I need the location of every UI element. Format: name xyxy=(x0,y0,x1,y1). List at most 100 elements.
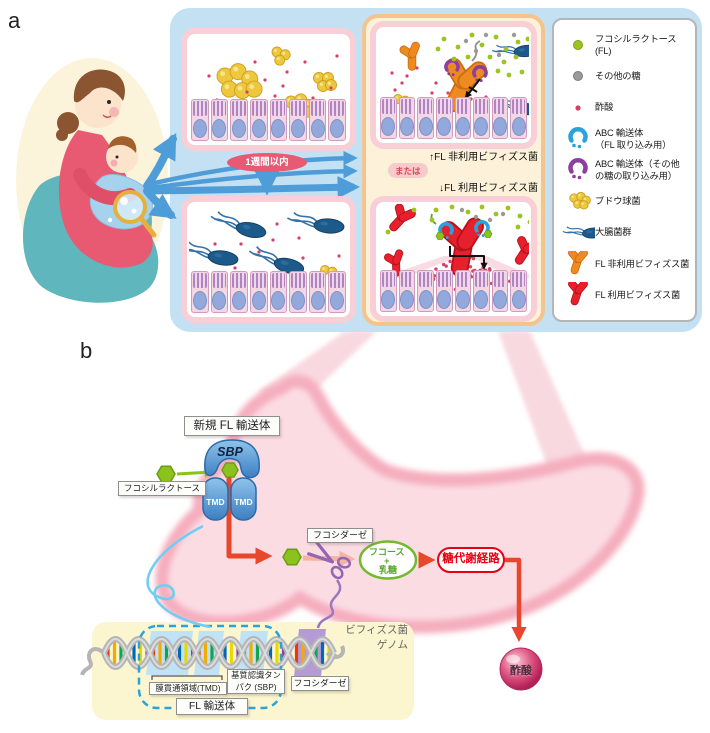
epithelial-cell xyxy=(289,99,307,141)
molecule-dot xyxy=(245,90,249,94)
epithelial-cell xyxy=(491,97,509,139)
molecule-dot xyxy=(275,222,279,226)
molecule-dot xyxy=(465,54,471,60)
molecule-dot xyxy=(513,54,519,60)
bifidobacterium xyxy=(399,41,420,71)
epithelial-cell xyxy=(308,271,327,313)
staphylococcus-cluster xyxy=(569,192,591,210)
legend-label: フコシルラクトース(FL) xyxy=(595,33,677,56)
bifidobacterium xyxy=(514,236,529,265)
bifidobacterium xyxy=(568,282,588,306)
molecule-dot xyxy=(519,69,525,75)
epithelial-cell xyxy=(380,97,397,139)
abc-transporter-icon xyxy=(474,220,490,238)
molecule-dot xyxy=(207,74,211,78)
molecule-dot xyxy=(433,207,439,213)
metabolic-pathway-label: 糖代謝経路 xyxy=(437,547,505,573)
mother-hair xyxy=(73,69,125,103)
outcome-line2: ↓FL 利用ビフィズス菌 xyxy=(439,183,538,194)
legend-label: ABC 輸送体（FL 取り込み用） xyxy=(595,127,672,150)
acetate-dot-icon xyxy=(561,95,595,121)
coliform-bacterium xyxy=(562,225,595,238)
molecule-dot xyxy=(405,74,409,78)
epithelial-cell xyxy=(473,270,490,312)
legend-item: 酢酸 xyxy=(561,95,692,121)
bifido-genome-label: ビフィズス菌ゲノム xyxy=(344,623,408,652)
epithelial-cell xyxy=(249,99,268,141)
outcome-line1: ↑FL 非利用ビフィズス菌 xyxy=(429,152,538,163)
scene-early-staphylococci xyxy=(181,28,356,151)
uptake-arrow xyxy=(449,246,488,270)
scene-fl-utilizer-bifido xyxy=(370,196,537,322)
legend-label: その他の糖 xyxy=(595,71,641,82)
molecule-dot xyxy=(506,72,512,78)
molecule-dot xyxy=(501,59,507,65)
epithelial-cell xyxy=(230,99,248,141)
molecule-dot xyxy=(233,266,237,270)
sbp-gene-line2: パク (SBP) xyxy=(235,681,277,692)
coliform-icon xyxy=(561,220,595,246)
sbp-gene-line1: 基質認識タン xyxy=(231,670,281,680)
molecule-dot xyxy=(479,42,485,48)
abc-transporter-other-icon xyxy=(561,157,595,183)
legend-item: FL 利用ビフィズス菌 xyxy=(561,282,692,308)
molecule-dot xyxy=(496,52,502,58)
abc-transporter-icon xyxy=(444,59,460,77)
mother-ponytail xyxy=(56,129,68,141)
molecule-dot xyxy=(385,229,391,235)
staphylococcus-cluster xyxy=(271,46,291,66)
bifidobacterium xyxy=(384,249,404,277)
intestinal-epithelium xyxy=(191,271,346,313)
molecule-dot xyxy=(337,254,341,258)
legend-item: 大腸菌群 xyxy=(561,220,692,246)
epithelial-cell xyxy=(398,270,416,312)
legend-item: ブドウ球菌 xyxy=(561,188,692,214)
fucosidase-gene-label: フコシダーゼ xyxy=(291,676,349,691)
legend-label: ABC 輸送体（その他の糖の取り込み用） xyxy=(595,158,680,181)
epithelial-cell xyxy=(249,271,268,313)
panel-a-letter: a xyxy=(8,8,21,33)
epithelial-cell xyxy=(191,271,209,313)
epithelial-cell xyxy=(435,270,453,312)
abc-transporter-fl-icon xyxy=(561,126,595,152)
molecule-dot xyxy=(273,94,277,98)
molecule-dot xyxy=(511,32,517,38)
molecule-dot xyxy=(517,213,523,219)
molecule-dot xyxy=(239,242,243,246)
molecule-dot xyxy=(503,46,509,52)
epithelial-cell xyxy=(328,99,346,141)
molecule-dot xyxy=(415,66,419,70)
legend: フコシルラクトース(FL) その他の糖酢酸 ABC 輸送体（FL 取り込み用） A… xyxy=(552,18,697,322)
molecule-dot xyxy=(257,250,261,254)
molecule-dot xyxy=(479,204,485,210)
epithelial-cell xyxy=(417,97,434,139)
molecule-dot xyxy=(463,38,469,44)
sbp-gene-label: 基質認識タンパク (SBP) xyxy=(227,669,285,694)
acetate-dot xyxy=(448,259,452,264)
fl-hexagon xyxy=(483,230,493,238)
molecule-dot xyxy=(311,96,315,100)
acetate-dot xyxy=(468,265,473,269)
epithelial-cell xyxy=(417,270,434,312)
legend-item: フコシルラクトース(FL) xyxy=(561,32,692,58)
molecule-dot xyxy=(430,91,434,95)
genome-line1: ビフィズス菌 xyxy=(345,624,408,636)
fucosidase-label: フコシダーゼ xyxy=(307,528,373,543)
epithelial-cell xyxy=(191,99,209,141)
genome-line2: ゲノム xyxy=(376,638,408,651)
legend-label: FL 非利用ビフィズス菌 xyxy=(595,258,690,269)
molecule-dot xyxy=(449,204,455,210)
molecule-dot xyxy=(253,60,257,64)
abc-transporter-icon xyxy=(568,158,588,180)
bifidobacterium xyxy=(568,250,588,275)
coliform-bacterium xyxy=(287,211,345,234)
epithelial-cell xyxy=(269,99,288,141)
molecule-dot xyxy=(281,84,285,88)
coliform-bacterium xyxy=(491,44,529,58)
epithelial-cell xyxy=(210,271,229,313)
epithelial-cell xyxy=(435,97,453,139)
epithelial-cell xyxy=(230,271,248,313)
molecule-dot xyxy=(525,36,529,42)
coliform-bacterium xyxy=(248,246,305,275)
molecule-dot xyxy=(335,54,339,58)
